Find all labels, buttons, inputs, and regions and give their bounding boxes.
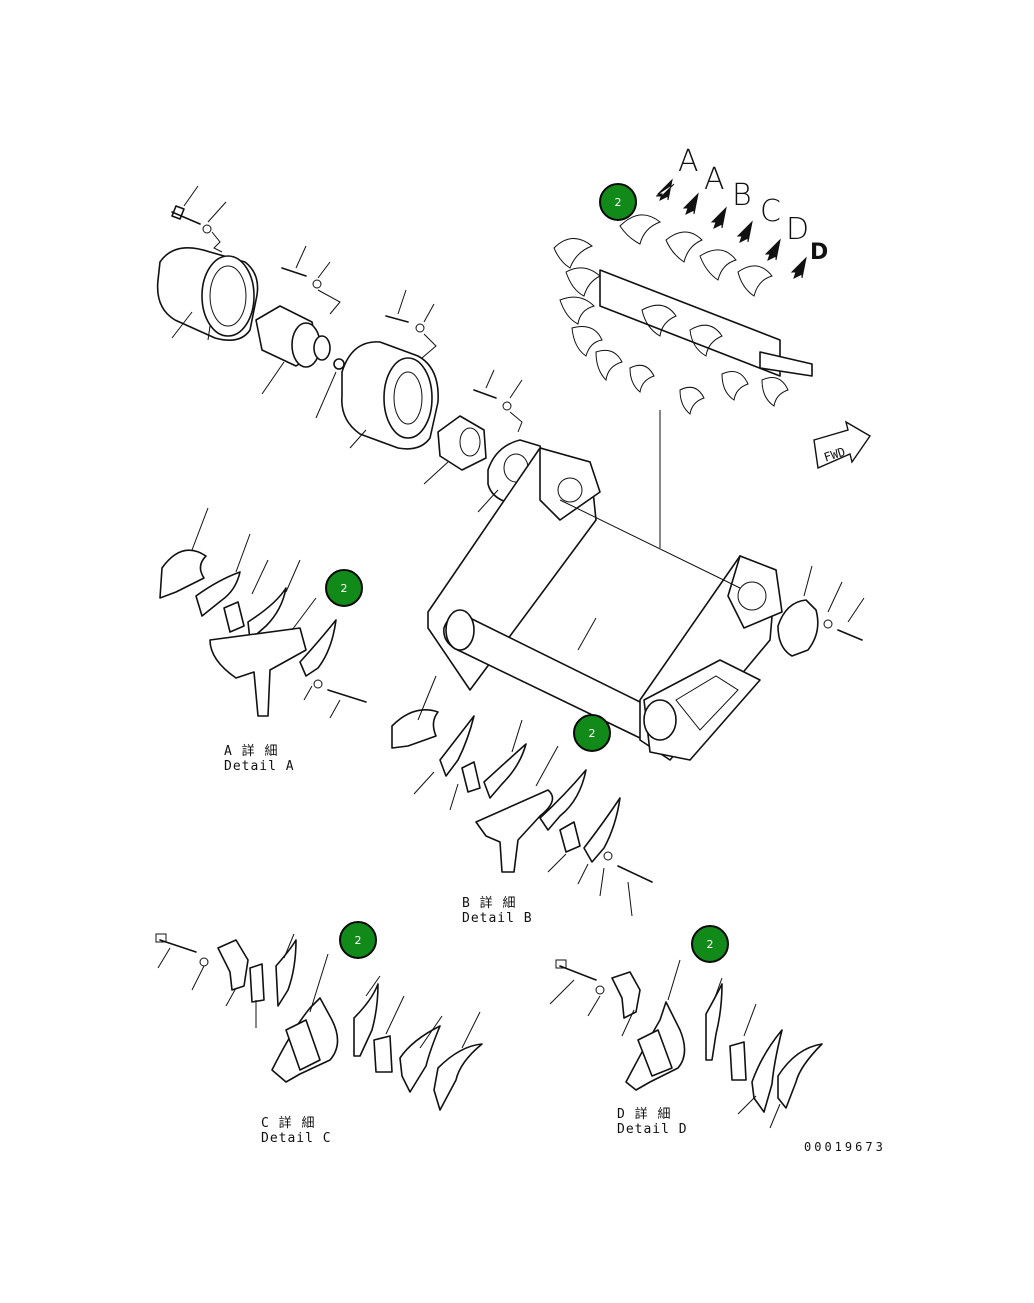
detail-d-label: D 詳 細 Detail D (617, 1103, 688, 1137)
view-marker-a2: A (704, 162, 725, 197)
detail-c-parts (155, 933, 483, 1111)
view-arrows (656, 178, 807, 279)
drawing-number: 00019673 (804, 1140, 886, 1154)
detail-d-en: Detail D (617, 1122, 688, 1137)
view-arrow-icon (736, 220, 753, 243)
view-arrow-icon (710, 206, 727, 229)
detail-d-jp: D 詳 細 (617, 1107, 672, 1122)
fwd-arrow-icon: FWD (812, 418, 874, 480)
callout-badge-detail-b[interactable]: 2 (573, 714, 611, 752)
callout-badge-rotor[interactable]: 2 (599, 183, 637, 221)
detail-d-parts (549, 959, 823, 1129)
view-arrow-icon (682, 192, 699, 215)
drive-housing-group (156, 185, 544, 513)
detail-a-label: A 詳 細 Detail A (224, 740, 295, 774)
view-marker-d2: D (810, 240, 829, 265)
view-marker-a1: A (678, 144, 699, 179)
rotor-frame (427, 447, 865, 761)
view-arrow-icon (656, 178, 675, 201)
detail-a-parts (159, 507, 367, 719)
detail-b-jp: B 詳 細 (462, 896, 517, 911)
detail-b-en: Detail B (462, 911, 533, 926)
detail-c-jp: C 詳 細 (261, 1116, 316, 1131)
view-marker-b: B (732, 178, 752, 213)
view-marker-d1: D (786, 212, 810, 247)
view-arrow-icon (790, 256, 807, 279)
view-marker-c: C (760, 194, 781, 229)
callout-badge-detail-a[interactable]: 2 (325, 569, 363, 607)
callout-badge-detail-d[interactable]: 2 (691, 925, 729, 963)
view-arrow-icon (764, 238, 781, 261)
rotor-assembly (553, 214, 813, 548)
callout-badge-detail-c[interactable]: 2 (339, 921, 377, 959)
detail-b-parts (391, 675, 653, 917)
fwd-label: FWD (822, 445, 847, 465)
detail-c-en: Detail C (261, 1131, 332, 1146)
detail-b-label: B 詳 細 Detail B (462, 892, 533, 926)
detail-a-en: Detail A (224, 759, 295, 774)
detail-a-jp: A 詳 細 (224, 744, 279, 759)
detail-c-label: C 詳 細 Detail C (261, 1112, 332, 1146)
